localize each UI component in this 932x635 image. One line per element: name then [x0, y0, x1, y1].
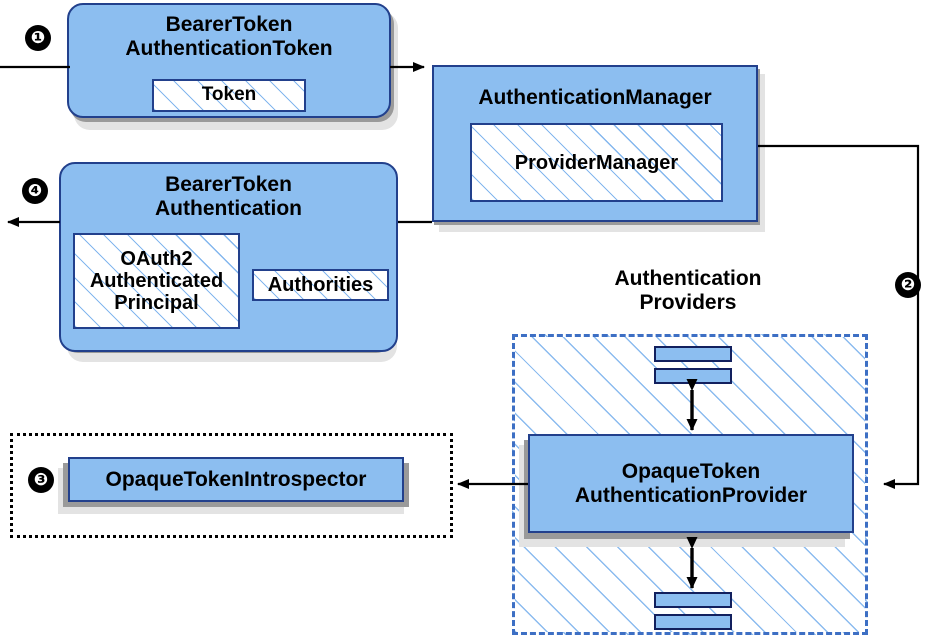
- node-authentication-manager[interactable]: AuthenticationManager ProviderManager: [432, 65, 758, 222]
- inner-token[interactable]: Token: [152, 79, 306, 112]
- authentication-providers-label: Authentication Providers: [614, 267, 762, 315]
- mini-bar-top-2: [654, 368, 732, 384]
- step-marker-4: ❹: [22, 178, 48, 204]
- node-bearer-token-authentication[interactable]: BearerToken Authentication OAuth2 Authen…: [59, 162, 398, 352]
- step-marker-2: ❷: [895, 272, 921, 298]
- region-opaque-token-introspector: [10, 433, 453, 538]
- step-marker-3: ❸: [28, 467, 54, 493]
- mini-bar-bottom-1: [654, 592, 732, 608]
- node-bearer-token-authentication-title: BearerToken Authentication: [155, 173, 302, 220]
- step-marker-1: ❶: [25, 25, 51, 51]
- mini-bar-top-1: [654, 346, 732, 362]
- mini-bar-bottom-2: [654, 614, 732, 630]
- node-bearer-token-authentication-token-title: BearerToken AuthenticationToken: [125, 13, 333, 60]
- node-bearer-token-authentication-token[interactable]: BearerToken AuthenticationToken Token: [67, 3, 391, 118]
- node-opaque-token-authentication-provider[interactable]: OpaqueToken AuthenticationProvider: [528, 434, 854, 533]
- inner-oauth2-authenticated-principal[interactable]: OAuth2 Authenticated Principal: [73, 233, 240, 329]
- inner-provider-manager[interactable]: ProviderManager: [470, 123, 723, 202]
- node-authentication-manager-title: AuthenticationManager: [478, 86, 712, 109]
- inner-authorities[interactable]: Authorities: [252, 269, 389, 301]
- node-opaque-token-introspector[interactable]: OpaqueTokenIntrospector: [68, 457, 404, 502]
